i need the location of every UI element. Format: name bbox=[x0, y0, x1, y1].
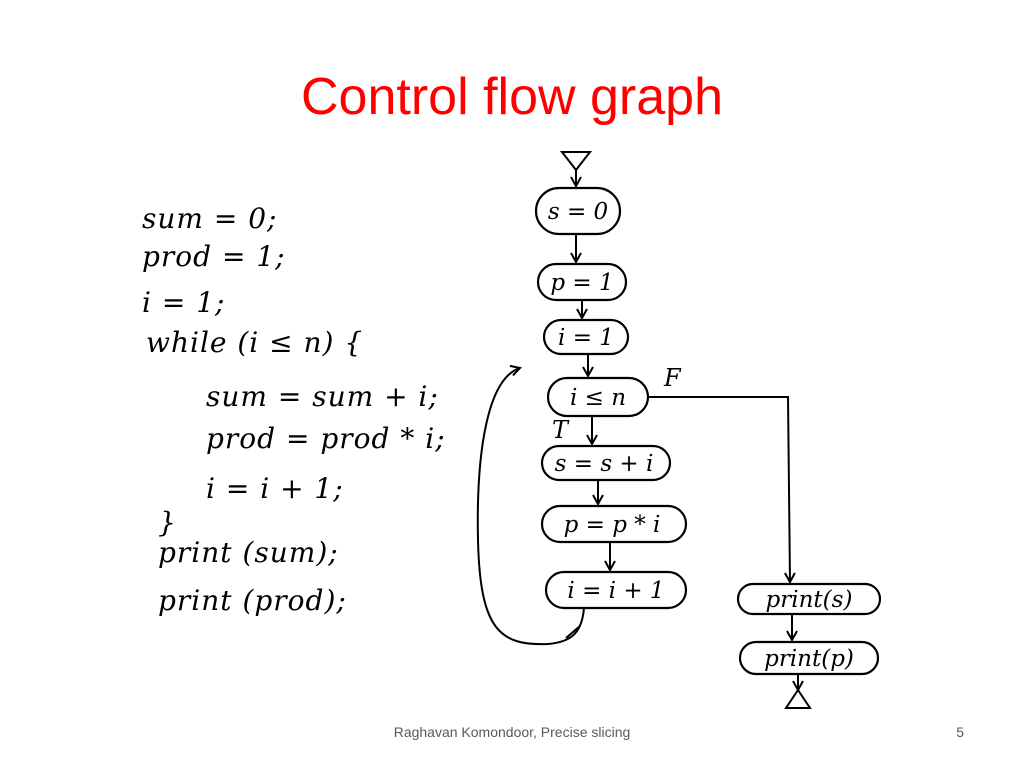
cfg-node-s-update-label: s = s + i bbox=[555, 451, 654, 477]
cfg-node-condition-label: i ≤ n bbox=[570, 385, 626, 411]
code-line-i-update: i = i + 1; bbox=[206, 472, 344, 505]
source-code-block: sum = 0; prod = 1; i = 1; while (i ≤ n) … bbox=[140, 200, 460, 640]
code-line-close-brace: } bbox=[158, 506, 177, 539]
code-line-print-prod: print (prod); bbox=[158, 584, 347, 617]
code-line-while-header: while (i ≤ n) { bbox=[146, 326, 364, 359]
cfg-node-i-update-label: i = i + 1 bbox=[567, 578, 664, 604]
cfg-node-i-update bbox=[544, 570, 688, 610]
edge-back-loop-to-cond bbox=[476, 368, 585, 646]
cfg-node-p-update bbox=[540, 504, 688, 544]
edge-label-true: T bbox=[552, 416, 570, 444]
slide-page-number: 5 bbox=[956, 724, 964, 740]
cfg-node-print-s bbox=[736, 582, 882, 616]
cfg-node-print-p bbox=[738, 640, 880, 676]
cfg-node-print-s-label: print(s) bbox=[766, 587, 853, 613]
edge-cond-false-to-print-s bbox=[648, 396, 790, 582]
cfg-node-s-init bbox=[534, 186, 622, 236]
entry-marker bbox=[559, 151, 593, 172]
cfg-node-i-init bbox=[542, 318, 630, 356]
code-line-print-sum: print (sum); bbox=[158, 536, 339, 569]
code-line-prod-update: prod = prod * i; bbox=[206, 422, 446, 455]
cfg-node-p-init-label: p = 1 bbox=[550, 270, 613, 296]
code-line-sum-update: sum = sum + i; bbox=[206, 380, 439, 413]
cfg-node-i-init-label: i = 1 bbox=[558, 325, 614, 351]
cfg-node-s-init-label: s = 0 bbox=[548, 199, 608, 225]
cfg-node-print-p-label: print(p) bbox=[764, 646, 854, 672]
edge-label-false: F bbox=[663, 364, 682, 392]
exit-marker bbox=[784, 688, 812, 709]
slide-title: Control flow graph bbox=[301, 68, 723, 126]
back-loop-arrowhead-mark bbox=[565, 625, 581, 639]
code-line-i-init: i = 1; bbox=[142, 286, 226, 319]
cfg-node-p-update-label: p = p * i bbox=[564, 512, 661, 538]
code-line-prod-init: prod = 1; bbox=[142, 240, 286, 273]
code-line-sum-init: sum = 0; bbox=[142, 202, 278, 235]
cfg-node-s-update bbox=[540, 444, 672, 482]
slide-footer: Raghavan Komondoor, Precise slicing bbox=[393, 724, 631, 740]
